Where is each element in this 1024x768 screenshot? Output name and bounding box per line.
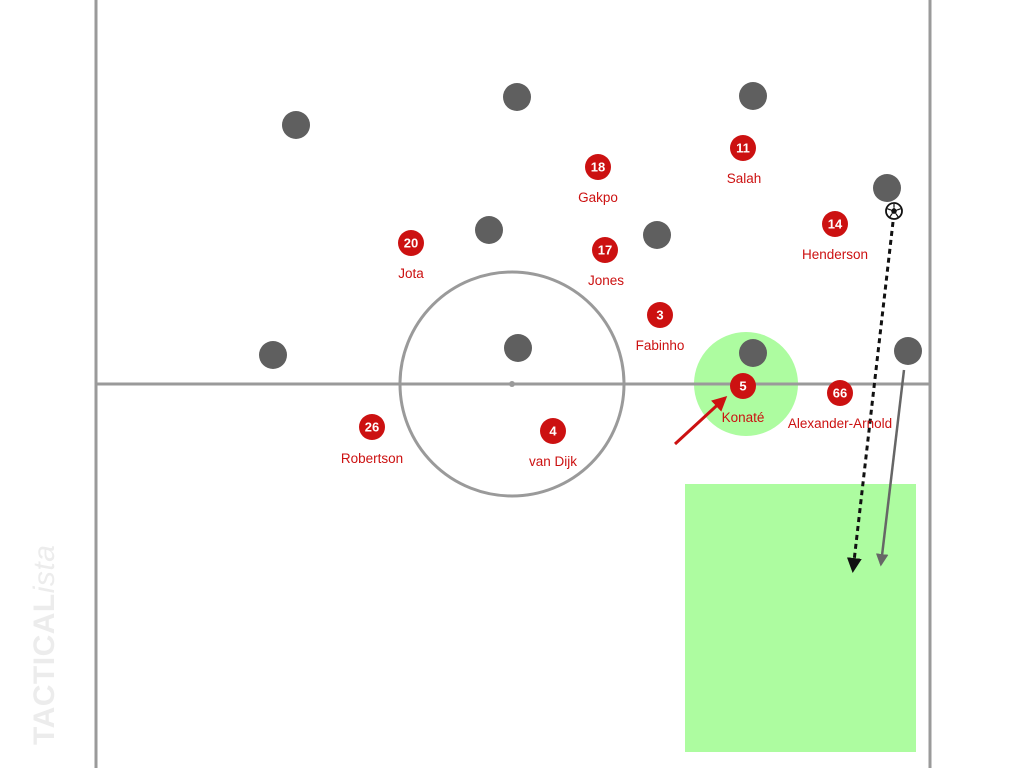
player-name: Gakpo <box>578 190 618 205</box>
opponent-player-marker <box>643 221 671 249</box>
player-number: 11 <box>736 141 750 156</box>
player-number: 5 <box>739 379 746 394</box>
player-marker <box>540 418 566 444</box>
player-marker <box>730 373 756 399</box>
player-number: 18 <box>591 160 605 175</box>
soccer-ball-icon <box>885 202 903 220</box>
watermark-light: ista <box>28 544 61 594</box>
opponent-player-marker <box>739 339 767 367</box>
tacticalista-watermark: TACTICALista <box>28 545 62 745</box>
opponent-player-marker <box>259 341 287 369</box>
player-name: Fabinho <box>636 338 685 353</box>
target-space-zone <box>685 484 916 752</box>
opponent-player-marker <box>504 334 532 362</box>
player-marker <box>585 154 611 180</box>
player-number: 66 <box>833 386 847 401</box>
player-marker <box>592 237 618 263</box>
player-marker <box>827 380 853 406</box>
player-name: Jota <box>398 266 424 281</box>
centre-circle <box>398 270 626 498</box>
opponent-player-marker <box>503 83 531 111</box>
player-name: Jones <box>588 273 624 288</box>
player-name: Robertson <box>341 451 403 466</box>
player-number: 3 <box>656 308 663 323</box>
player-name: Salah <box>727 171 762 186</box>
player-name: Konaté <box>722 410 765 425</box>
opponent-player-marker <box>873 174 901 202</box>
player-number: 4 <box>549 424 557 439</box>
player-number: 14 <box>828 217 843 232</box>
opponent-player-marker <box>282 111 310 139</box>
watermark-bold: TACTICAL <box>28 593 61 745</box>
opponent-player-marker <box>475 216 503 244</box>
opponent-player-marker <box>739 82 767 110</box>
opponent-players <box>259 82 922 369</box>
pass-arrow <box>846 221 895 573</box>
player-marker <box>822 211 848 237</box>
player-marker <box>398 230 424 256</box>
player-name: Henderson <box>802 247 868 262</box>
player-name: van Dijk <box>529 454 577 469</box>
centre-spot <box>509 381 515 387</box>
player-marker <box>730 135 756 161</box>
player-marker <box>359 414 385 440</box>
player-number: 20 <box>404 236 418 251</box>
player-name: Alexander-Arnold <box>788 416 892 431</box>
player-number: 26 <box>365 420 379 435</box>
player-marker <box>647 302 673 328</box>
player-van-dijk: 4 van Dijk <box>529 418 577 469</box>
player-number: 17 <box>598 243 612 258</box>
opponent-player-marker <box>894 337 922 365</box>
opponent-run-arrow <box>875 369 906 567</box>
konate-run-arrow <box>673 395 728 446</box>
